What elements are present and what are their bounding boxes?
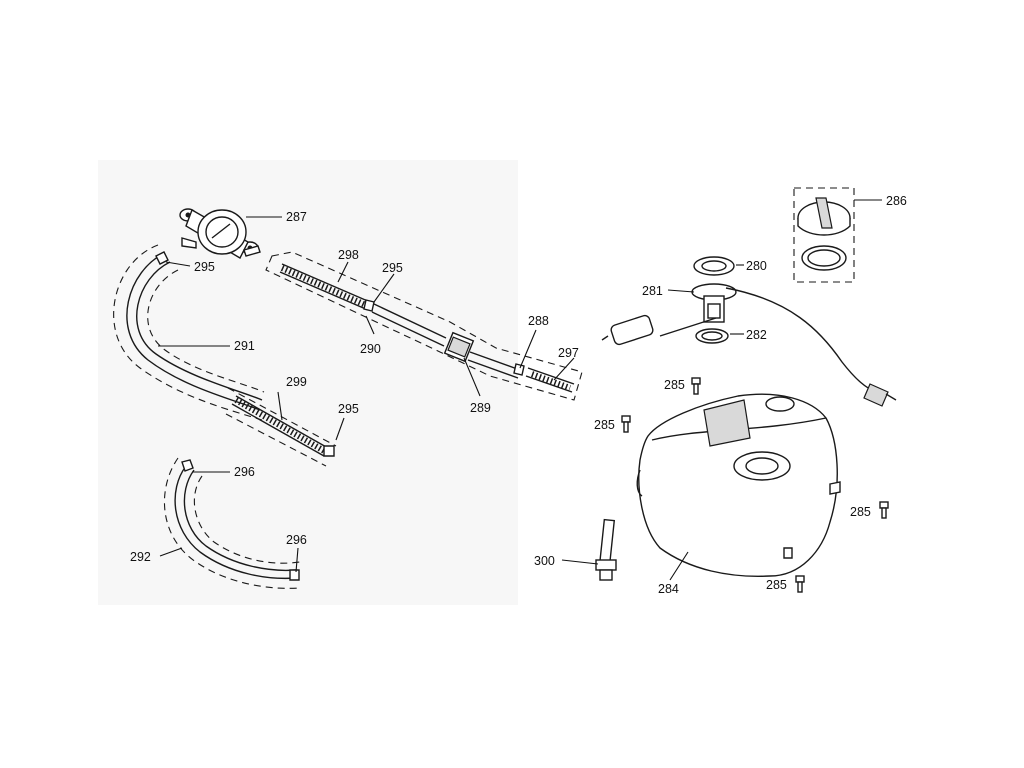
bolt-285-d bbox=[795, 575, 805, 593]
label-291: 291 bbox=[234, 339, 255, 353]
label-292: 292 bbox=[130, 550, 151, 564]
bolt-285-b bbox=[621, 415, 631, 433]
label-282: 282 bbox=[746, 328, 767, 342]
drain-stud bbox=[561, 518, 617, 581]
label-284: 284 bbox=[658, 582, 679, 596]
fuel-hose-291 bbox=[113, 244, 265, 421]
label-285-a: 285 bbox=[664, 378, 685, 392]
label-289: 289 bbox=[470, 401, 491, 415]
fuel-filter bbox=[443, 331, 521, 397]
bolt-285-a bbox=[691, 377, 701, 395]
label-290: 290 bbox=[360, 342, 381, 356]
label-288: 288 bbox=[528, 314, 549, 328]
label-285-c: 285 bbox=[850, 505, 871, 519]
label-300: 300 bbox=[534, 554, 555, 568]
label-295-a: 295 bbox=[194, 260, 215, 274]
label-280: 280 bbox=[746, 259, 767, 273]
label-281: 281 bbox=[642, 284, 663, 298]
label-295-b: 295 bbox=[382, 261, 403, 275]
fuel-tank bbox=[636, 393, 841, 581]
fuel-valve bbox=[179, 208, 282, 259]
label-285-b: 285 bbox=[594, 418, 615, 432]
label-296-a: 296 bbox=[234, 465, 255, 479]
label-285-d: 285 bbox=[766, 578, 787, 592]
hose-288-297 bbox=[513, 329, 575, 393]
label-295-c: 295 bbox=[338, 402, 359, 416]
background-watermark bbox=[98, 160, 518, 605]
label-297: 297 bbox=[558, 346, 579, 360]
fuel-level-sender bbox=[601, 256, 897, 407]
label-287: 287 bbox=[286, 210, 307, 224]
bolt-285-c bbox=[879, 501, 889, 519]
label-298: 298 bbox=[338, 248, 359, 262]
fuel-hose-292 bbox=[159, 457, 301, 589]
fuel-cap bbox=[793, 187, 882, 283]
label-286: 286 bbox=[886, 194, 907, 208]
label-296-b: 296 bbox=[286, 533, 307, 547]
hose-sleeve-299 bbox=[225, 387, 345, 467]
label-299: 299 bbox=[286, 375, 307, 389]
hose-assembly-298 bbox=[265, 251, 583, 401]
